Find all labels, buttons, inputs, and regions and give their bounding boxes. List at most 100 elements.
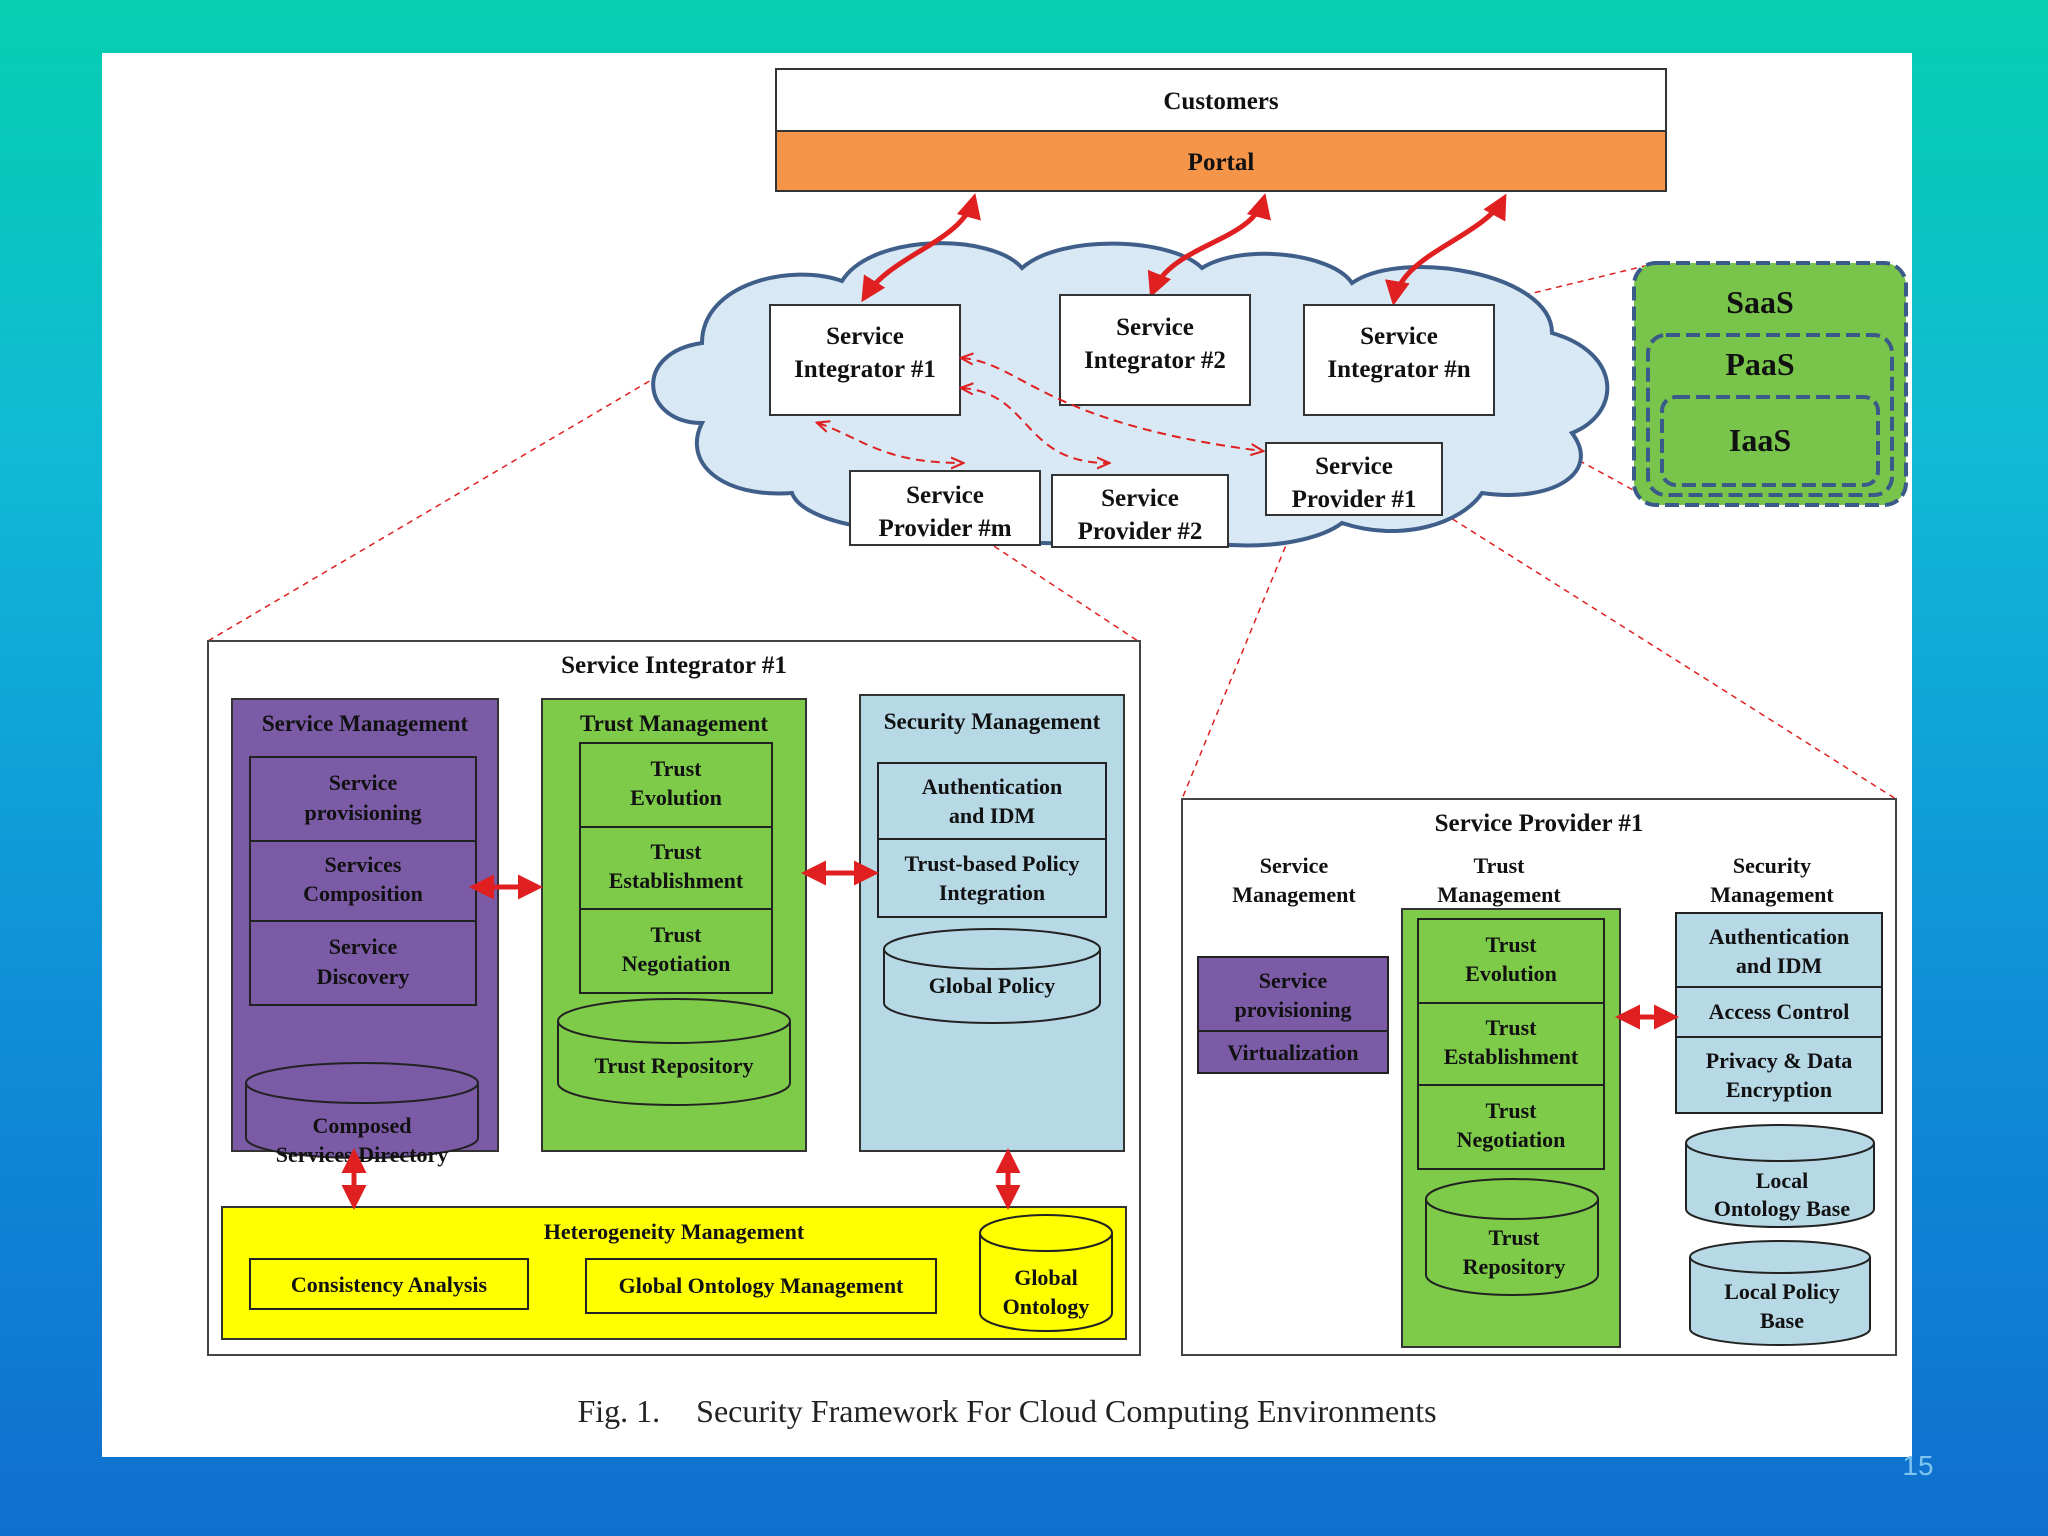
svg-text:Heterogeneity Management: Heterogeneity Management bbox=[544, 1219, 805, 1244]
svg-text:Global: Global bbox=[1014, 1265, 1078, 1290]
svg-text:Service: Service bbox=[906, 482, 984, 509]
svg-text:Service Management: Service Management bbox=[262, 711, 469, 736]
svg-text:Repository: Repository bbox=[1463, 1254, 1566, 1279]
svg-text:Trust: Trust bbox=[1474, 853, 1526, 878]
svg-text:Negotiation: Negotiation bbox=[622, 951, 731, 976]
customers-box bbox=[775, 68, 1667, 132]
svg-text:Management: Management bbox=[1232, 882, 1356, 907]
svg-text:Ontology Base: Ontology Base bbox=[1714, 1196, 1851, 1221]
svg-text:Integrator #2: Integrator #2 bbox=[1084, 347, 1226, 374]
prov-security-management: Security Management Authentication and I… bbox=[1675, 853, 1883, 1346]
svg-text:Ontology: Ontology bbox=[1003, 1294, 1090, 1319]
int-service-management: Service Management Service provisioning … bbox=[231, 698, 499, 1167]
int-trust-management: Trust Management Trust Evolution Trust E… bbox=[541, 698, 807, 1152]
svg-text:Provider #1: Provider #1 bbox=[1292, 486, 1417, 513]
svg-text:Discovery: Discovery bbox=[317, 964, 410, 989]
service-provider-m[interactable]: Service Provider #m bbox=[849, 470, 1041, 546]
svg-text:Trust: Trust bbox=[651, 839, 703, 864]
int-security-management: Security Management Authentication and I… bbox=[859, 694, 1125, 1152]
service-integrator-1[interactable]: Service Integrator #1 bbox=[769, 304, 961, 416]
svg-text:Management: Management bbox=[1437, 882, 1561, 907]
cloud-dashed-links bbox=[818, 358, 1262, 463]
svg-text:Trust: Trust bbox=[1486, 1015, 1538, 1040]
svg-text:Access Control: Access Control bbox=[1709, 999, 1850, 1024]
svg-text:Establishment: Establishment bbox=[609, 868, 744, 893]
prov-service-management: Service Management Service provisioning … bbox=[1197, 853, 1389, 1074]
svg-text:Consistency Analysis: Consistency Analysis bbox=[291, 1272, 488, 1297]
framework-diagram: Customers Portal Service Integrator #1 S… bbox=[207, 68, 1908, 1356]
customers-label: Customers bbox=[1163, 88, 1279, 115]
service-integrator-n[interactable]: Service Integrator #n bbox=[1303, 304, 1495, 416]
svg-text:Trust: Trust bbox=[651, 756, 703, 781]
portal-box bbox=[775, 130, 1667, 192]
paas-label: PaaS bbox=[1725, 346, 1794, 382]
svg-text:Privacy & Data: Privacy & Data bbox=[1706, 1048, 1853, 1073]
svg-text:Service: Service bbox=[1360, 323, 1438, 350]
svg-text:Services Directory: Services Directory bbox=[276, 1142, 448, 1167]
svg-text:Trust: Trust bbox=[651, 922, 703, 947]
portal-arrows bbox=[861, 193, 1507, 306]
svg-text:provisioning: provisioning bbox=[1235, 997, 1352, 1022]
svg-text:Provider #m: Provider #m bbox=[878, 515, 1011, 542]
saas-label: SaaS bbox=[1726, 284, 1794, 320]
caption-fig-number: Fig. 1. bbox=[577, 1393, 661, 1429]
portal-label: Portal bbox=[1188, 149, 1255, 176]
svg-text:Local: Local bbox=[1756, 1168, 1809, 1193]
service-provider-2[interactable]: Service Provider #2 bbox=[1051, 474, 1229, 548]
svg-text:Integration: Integration bbox=[939, 880, 1045, 905]
svg-text:Global Ontology Management: Global Ontology Management bbox=[619, 1273, 904, 1298]
svg-text:Encryption: Encryption bbox=[1726, 1077, 1832, 1102]
integrator-panel-title: Service Integrator #1 bbox=[561, 652, 787, 679]
svg-text:Integrator #1: Integrator #1 bbox=[794, 356, 936, 383]
svg-text:Service: Service bbox=[329, 770, 398, 795]
svg-text:Composed: Composed bbox=[312, 1113, 411, 1138]
slide-number: 15 bbox=[1902, 1450, 1934, 1481]
svg-text:Integrator #n: Integrator #n bbox=[1327, 356, 1470, 383]
svg-text:Service: Service bbox=[1315, 453, 1393, 480]
svg-text:Management: Management bbox=[1710, 882, 1834, 907]
svg-text:Service: Service bbox=[329, 934, 398, 959]
provider-panel-title: Service Provider #1 bbox=[1435, 810, 1644, 837]
svg-text:Service: Service bbox=[1260, 853, 1329, 878]
svg-text:Provider #2: Provider #2 bbox=[1078, 518, 1203, 545]
svg-text:Trust-based Policy: Trust-based Policy bbox=[905, 851, 1080, 876]
svg-text:Establishment: Establishment bbox=[1444, 1044, 1579, 1069]
integrator-panel: Service Integrator #1 Service Management… bbox=[207, 640, 1141, 1356]
svg-text:Negotiation: Negotiation bbox=[1457, 1127, 1566, 1152]
svg-text:Trust: Trust bbox=[1489, 1225, 1541, 1250]
svg-text:Authentication: Authentication bbox=[922, 774, 1063, 799]
svg-text:Service: Service bbox=[826, 323, 904, 350]
svg-text:Evolution: Evolution bbox=[630, 785, 722, 810]
svg-text:Global Policy: Global Policy bbox=[929, 973, 1056, 998]
svg-text:Composition: Composition bbox=[303, 881, 423, 906]
svg-text:Service: Service bbox=[1101, 485, 1179, 512]
svg-text:Trust: Trust bbox=[1486, 1098, 1538, 1123]
svg-text:Services: Services bbox=[325, 852, 402, 877]
svg-text:Evolution: Evolution bbox=[1465, 961, 1557, 986]
svg-text:Base: Base bbox=[1760, 1308, 1804, 1333]
svg-text:Virtualization: Virtualization bbox=[1227, 1040, 1358, 1065]
svg-text:Local Policy: Local Policy bbox=[1724, 1279, 1839, 1304]
prov-trust-management: Trust Management Trust Evolution Trust E… bbox=[1401, 853, 1621, 1348]
svg-text:Trust: Trust bbox=[1486, 932, 1538, 957]
service-provider-1[interactable]: Service Provider #1 bbox=[1265, 442, 1443, 516]
provider-panel: Service Provider #1 Service Management S… bbox=[1181, 798, 1897, 1356]
svg-text:Security Management: Security Management bbox=[884, 709, 1101, 734]
figure-page: Customers Portal Service Integrator #1 S… bbox=[102, 53, 1912, 1457]
caption-title: Security Framework For Cloud Computing E… bbox=[696, 1393, 1437, 1429]
svg-text:and IDM: and IDM bbox=[1736, 953, 1822, 978]
svg-text:Trust Repository: Trust Repository bbox=[594, 1053, 753, 1078]
iaas-label: IaaS bbox=[1729, 422, 1791, 458]
integrator-panel-arrows bbox=[341, 860, 1021, 1210]
figure-caption: Fig. 1. Security Framework For Cloud Comp… bbox=[102, 1393, 1912, 1430]
svg-text:Authentication: Authentication bbox=[1709, 924, 1850, 949]
svg-text:Service: Service bbox=[1116, 314, 1194, 341]
svg-text:and IDM: and IDM bbox=[949, 803, 1035, 828]
svg-text:Service: Service bbox=[1259, 968, 1328, 993]
svg-text:Trust Management: Trust Management bbox=[580, 711, 768, 736]
svg-text:provisioning: provisioning bbox=[305, 800, 422, 825]
svg-text:Security: Security bbox=[1733, 853, 1811, 878]
service-layers: SaaS PaaS IaaS bbox=[1632, 261, 1908, 507]
heterogeneity-management: Heterogeneity Management Consistency Ana… bbox=[221, 1206, 1127, 1340]
service-integrator-2[interactable]: Service Integrator #2 bbox=[1059, 294, 1251, 406]
